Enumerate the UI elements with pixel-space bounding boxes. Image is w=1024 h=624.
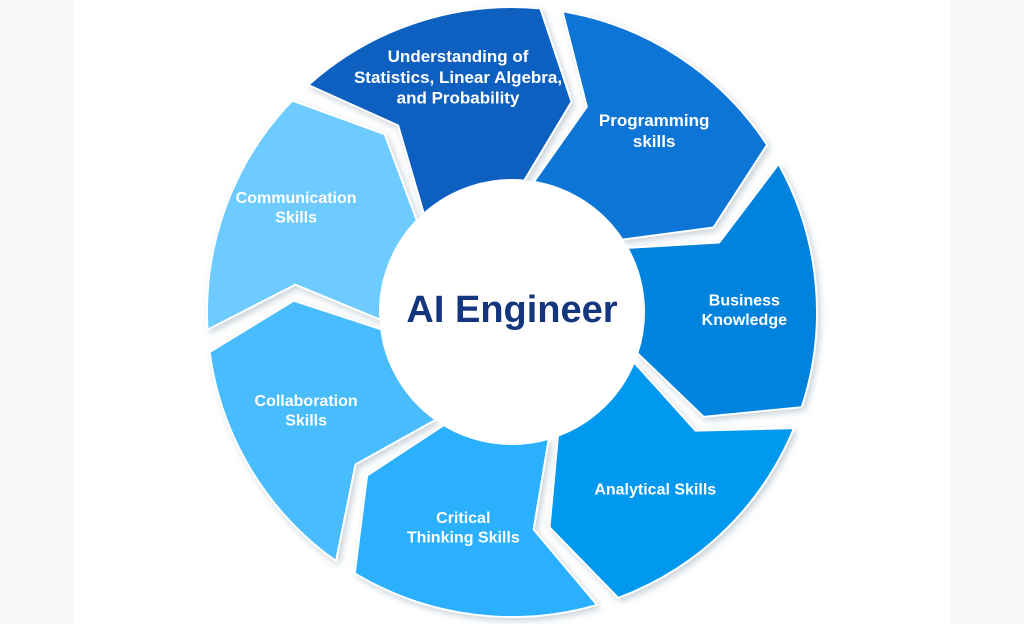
segment-label-line: Knowledge: [702, 312, 787, 329]
segment-label-line: Communication: [236, 190, 357, 207]
segment-label-line: Programming: [599, 112, 710, 131]
segment-label-line: Business: [709, 293, 780, 310]
right-margin-band: [950, 0, 1024, 624]
left-margin-band: [0, 0, 75, 624]
segment-label-line: and Probability: [397, 89, 520, 108]
segment-label-line: Collaboration: [255, 393, 358, 410]
hub-circle: [380, 180, 644, 444]
segment-label-line: skills: [633, 132, 676, 151]
segment-label-line: Analytical Skills: [594, 482, 716, 499]
segment-label-line: Thinking Skills: [407, 530, 520, 547]
segment-label-line: Skills: [275, 210, 317, 227]
segment-label-line: Skills: [285, 413, 327, 430]
segment-label-line: Understanding of: [388, 48, 529, 67]
segment-label-analytical: Analytical Skills: [594, 482, 716, 499]
segment-label-line: Statistics, Linear Algebra,: [354, 68, 562, 87]
hub-label: AI Engineer: [406, 289, 617, 331]
segments-group: [206, 6, 819, 618]
segment-label-line: Critical: [436, 510, 490, 527]
